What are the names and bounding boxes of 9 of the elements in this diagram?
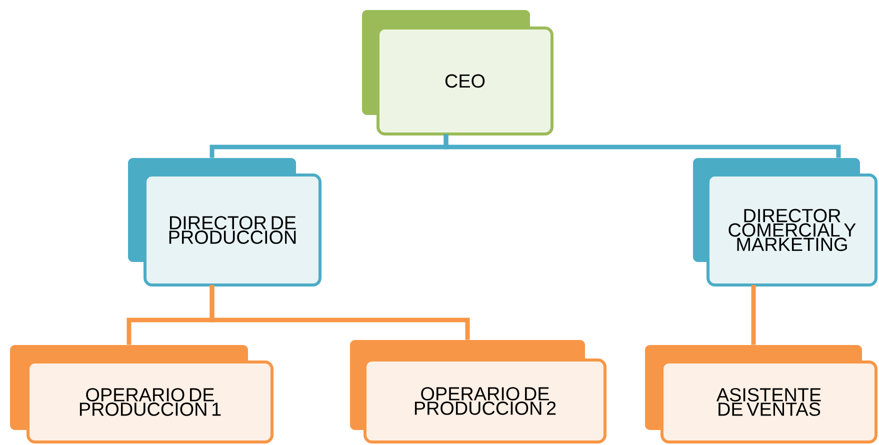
connector-line [444, 134, 841, 158]
org-box: CEO [362, 10, 554, 136]
org-box: OPERARIO DE PRODUCCION 1 [10, 345, 274, 444]
connector-line [210, 285, 470, 340]
org-box: DIRECTOR DE PRODUCCION [128, 158, 322, 286]
org-box: ASISTENTE DE VENTAS [645, 345, 878, 444]
org-box: DIRECTOR COMERCIAL Y MARKETING [693, 158, 878, 286]
org-box: OPERARIO DE PRODUCCION 2 [350, 340, 606, 444]
connector-line [751, 285, 756, 345]
